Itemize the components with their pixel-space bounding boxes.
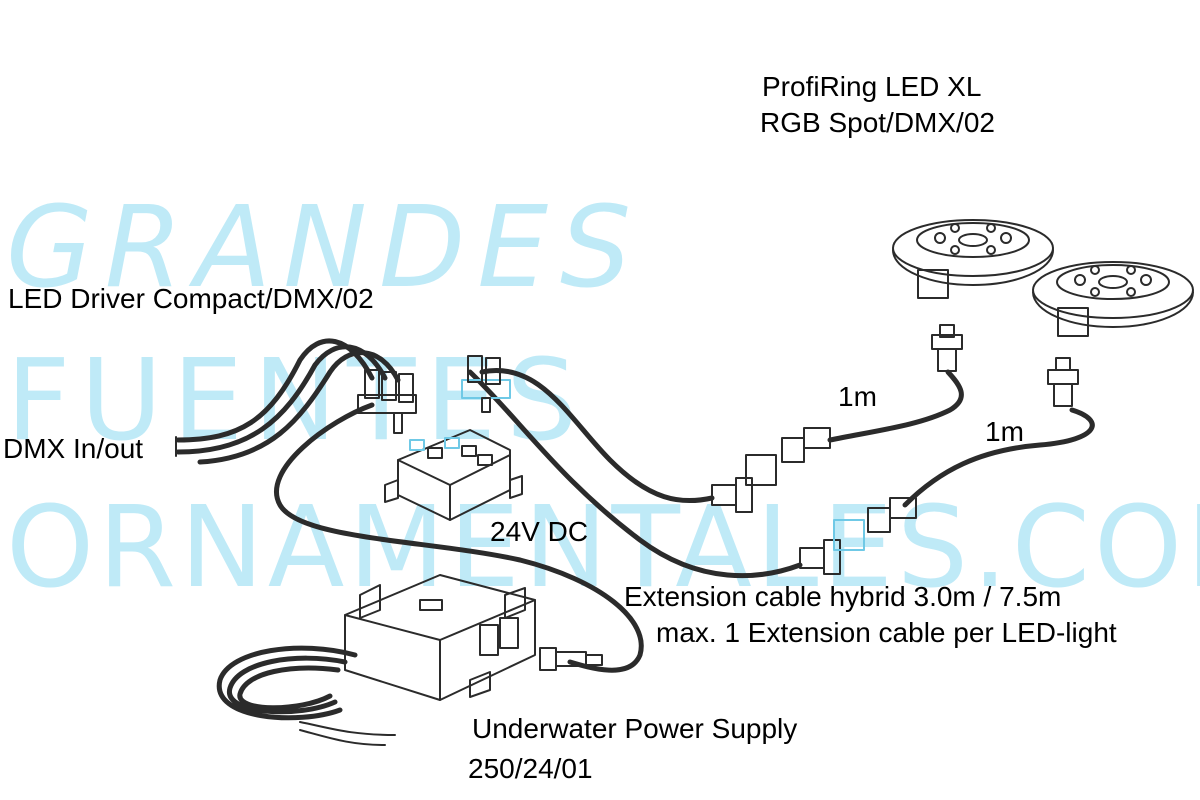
psu-label-line-2: 250/24/01 [468, 753, 593, 784]
led-driver [384, 429, 523, 521]
mains-lead [299, 729, 386, 746]
cables [175, 338, 1095, 746]
cable-length-1: 1m [838, 381, 877, 412]
light-name-line-1: ProfiRing LED XL [762, 71, 982, 102]
power-supply [344, 574, 536, 701]
light-cable-2 [902, 407, 1095, 508]
driver-input-connector [357, 369, 417, 434]
mains-lead [299, 721, 396, 736]
extension-connector-2 [799, 497, 917, 575]
light-connector-1 [931, 324, 963, 372]
light-2 [1032, 261, 1194, 337]
extension-connector-1 [711, 427, 831, 513]
driver-label: LED Driver Compact/DMX/02 [8, 283, 374, 314]
extension-label-line-2: max. 1 Extension cable per LED-light [656, 617, 1117, 648]
light-cable-1 [827, 369, 964, 443]
dc-label: 24V DC [490, 516, 589, 547]
light-connector-2 [1047, 357, 1079, 407]
psu-label-line-1: Underwater Power Supply [472, 713, 798, 744]
output-cable-2 [467, 369, 803, 579]
output-cable-1 [479, 367, 715, 504]
light-name-line-2: RGB Spot/DMX/02 [760, 107, 995, 138]
driver-psu-cable [274, 402, 644, 673]
dmx-label: DMX In/out [3, 433, 144, 464]
light-1 [892, 219, 1054, 299]
extension-label-line-1: Extension cable hybrid 3.0m / 7.5m [624, 581, 1062, 612]
psu-output-connector [539, 647, 603, 671]
dmx-cable [197, 350, 401, 465]
driver-output-connector [461, 355, 511, 413]
mains-coil [216, 645, 358, 721]
cable-length-2: 1m [985, 416, 1024, 447]
